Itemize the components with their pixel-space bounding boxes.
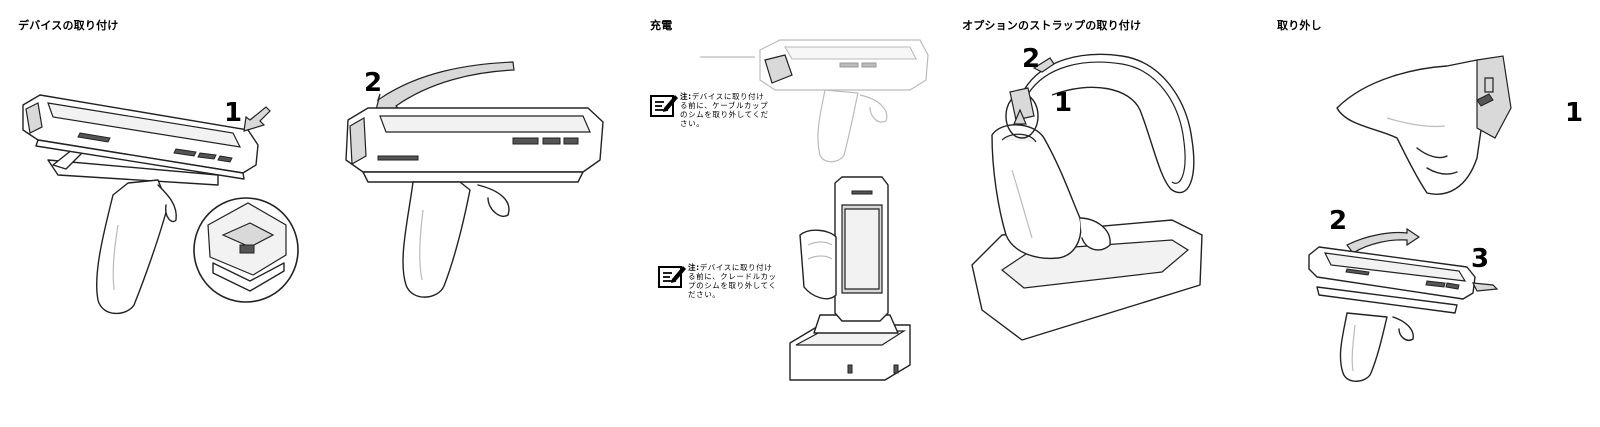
- strap-illustration: [971, 53, 1203, 341]
- charge-cradle-illustration: [789, 176, 911, 381]
- arrow-icon: [1032, 57, 1055, 73]
- note-text: 注:デバイスに取り付ける前に、クレードルカップのシムを取り外してください。: [688, 263, 780, 299]
- attach-illustration-step1: [22, 94, 299, 315]
- step-number: 3: [1471, 244, 1490, 274]
- section-heading-charge: 充電: [650, 19, 673, 32]
- note-text: 注:デバイスに取り付ける前に、ケーブルカップのシムを取り外してください。: [680, 92, 772, 128]
- arrow-icon: [1471, 282, 1499, 292]
- note-body: デバイスに取り付ける前に、ケーブルカップのシムを取り外してください。: [680, 92, 769, 128]
- charge-cable-illustration: [700, 39, 929, 163]
- section-heading-strap: オプションのストラップの取り付け: [962, 19, 1142, 32]
- step-number: 2: [1022, 44, 1041, 74]
- section-charging: 充電 注:デバイスに取り付ける前に、ケーブルカップのシムを取り外してください。: [650, 0, 929, 427]
- step-number: 2: [364, 68, 383, 98]
- section-strap: オプションのストラップの取り付け 2 1: [962, 0, 1242, 427]
- step-number: 2: [1329, 206, 1348, 236]
- section-heading-attach: デバイスの取り付け: [18, 19, 119, 32]
- arrow-icon: [1476, 93, 1494, 107]
- note-body: デバイスに取り付ける前に、クレードルカップのシムを取り外してください。: [688, 263, 777, 299]
- note-label: 注:: [680, 92, 692, 101]
- arrow-icon: [1013, 108, 1027, 125]
- step-number: 1: [1054, 88, 1073, 118]
- arrow-icon: [1346, 227, 1421, 254]
- section-removal: 取り外し 1 2 3: [1277, 0, 1587, 427]
- attach-illustration-step2: [345, 61, 604, 298]
- note-icon: [658, 266, 686, 288]
- section-attach-device: デバイスの取り付け 1: [18, 0, 638, 427]
- step-number: 1: [224, 98, 243, 128]
- remove-illustration-step1: [1336, 55, 1512, 195]
- note-icon: [650, 95, 678, 117]
- note-label: 注:: [688, 263, 700, 272]
- section-heading-remove: 取り外し: [1277, 19, 1322, 32]
- remove-illustration-step2: [1308, 227, 1499, 382]
- arrow-icon: [243, 106, 271, 132]
- step-number: 1: [1565, 98, 1584, 128]
